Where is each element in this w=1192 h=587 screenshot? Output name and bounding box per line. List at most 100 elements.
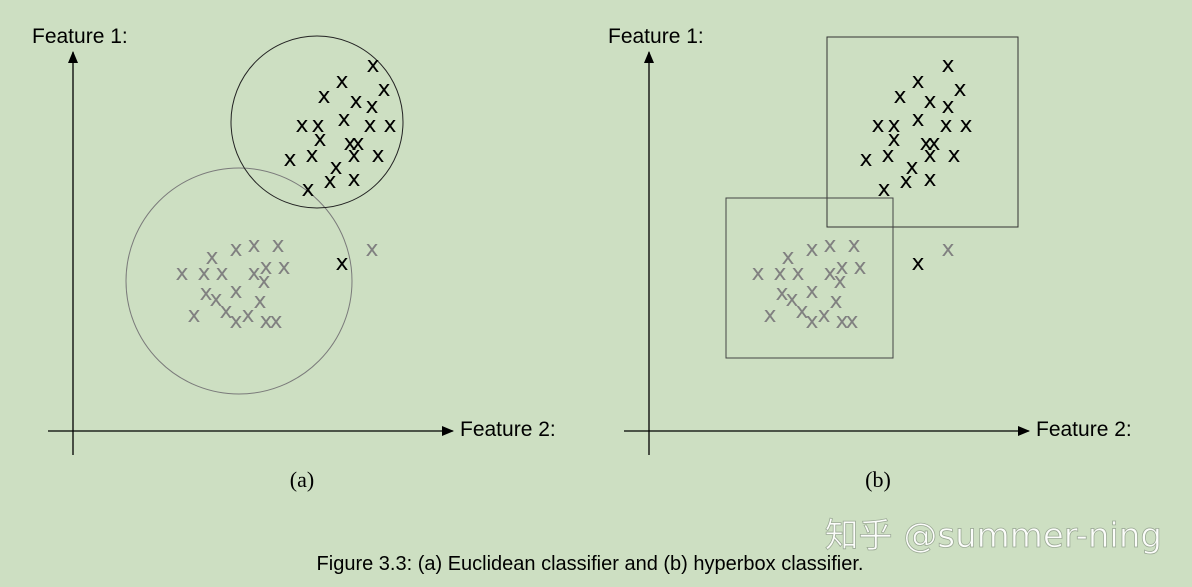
panel-a-gray-mark-17: x bbox=[219, 299, 232, 324]
panel-b-gray-mark-3: x bbox=[823, 233, 836, 258]
panel-b-gray-mark-15: x bbox=[829, 289, 842, 314]
panel-a-y-axis-label: Feature 1: bbox=[32, 25, 128, 48]
panel-a-black-mark-17: x bbox=[371, 143, 384, 168]
panel-a-black-mark-3: x bbox=[317, 84, 330, 109]
panel-b-gray-mark-21: x bbox=[845, 309, 858, 334]
panel-a-gray-class-circle bbox=[125, 167, 353, 395]
panel-b-black-mark-8: x bbox=[911, 107, 924, 132]
panel-b-black-mark-5: x bbox=[941, 94, 954, 119]
panel-b-black-mark-4: x bbox=[923, 89, 936, 114]
panel-b-black-mark-22: x bbox=[911, 251, 924, 276]
panel-a-black-mark-15: x bbox=[305, 143, 318, 168]
panel-b-black-mark-20: x bbox=[923, 167, 936, 192]
panel-a-black-mark-7: x bbox=[311, 113, 324, 138]
panel-a-gray-mark-18: x bbox=[241, 303, 254, 328]
panel-a-black-mark-19: x bbox=[323, 169, 336, 194]
panel-b-black-mark-1: x bbox=[911, 69, 924, 94]
panel-b-black-mark-11: x bbox=[887, 127, 900, 152]
panel-b-gray-mark-16: x bbox=[763, 303, 776, 328]
panel-b-gray-mark-14: x bbox=[785, 287, 798, 312]
panel-b-gray-mark-1: x bbox=[781, 245, 794, 270]
panel-b-gray-mark-10: x bbox=[853, 255, 866, 280]
panel-a-black-mark-22: x bbox=[335, 251, 348, 276]
panel-a-gray-mark-0: x bbox=[365, 237, 378, 262]
panel-a-gray-mark-21: x bbox=[269, 309, 282, 334]
panel-a-black-mark-10: x bbox=[383, 113, 396, 138]
panel-b-gray-mark-13: x bbox=[805, 279, 818, 304]
panel-a-gray-mark-6: x bbox=[197, 261, 210, 286]
panel-b-gray-mark-4: x bbox=[847, 233, 860, 258]
panel-a-gray-mark-20: x bbox=[259, 309, 272, 334]
panel-b-black-mark-6: x bbox=[871, 113, 884, 138]
panel-a-x-axis-label: Feature 2: bbox=[460, 418, 556, 441]
panel-a-black-mark-1: x bbox=[335, 69, 348, 94]
panel-a-black-mark-6: x bbox=[295, 113, 308, 138]
panel-a-black-mark-0: x bbox=[366, 53, 379, 78]
panel-b-gray-mark-17: x bbox=[795, 299, 808, 324]
panel-a-black-mark-5: x bbox=[365, 94, 378, 119]
panel-a-black-class-circle bbox=[230, 35, 404, 209]
panel-a-black-mark-12: x bbox=[343, 131, 356, 156]
panel-b-black-mark-13: x bbox=[927, 131, 940, 156]
panel-b-black-mark-0: x bbox=[941, 53, 954, 78]
panel-a-gray-mark-8: x bbox=[247, 261, 260, 286]
panel-a-gray-mark-9: x bbox=[259, 255, 272, 280]
panel-b-black-mark-3: x bbox=[893, 84, 906, 109]
panel-b-gray-mark-0: x bbox=[941, 237, 954, 262]
panel-b-gray-mark-7: x bbox=[791, 261, 804, 286]
panel-a-black-mark-18: x bbox=[329, 155, 342, 180]
panel-b-black-mark-19: x bbox=[899, 169, 912, 194]
panel-a-black-mark-9: x bbox=[363, 113, 376, 138]
panel-b-gray-mark-6: x bbox=[773, 261, 786, 286]
panel-a-gray-mark-11: x bbox=[257, 269, 270, 294]
panel-a-gray-mark-10: x bbox=[277, 255, 290, 280]
panel-a-black-mark-4: x bbox=[349, 89, 362, 114]
panel-a-gray-mark-13: x bbox=[229, 279, 242, 304]
panel-b-black-mark-14: x bbox=[859, 147, 872, 172]
panel-a-black-mark-13: x bbox=[351, 131, 364, 156]
panel-b-black-mark-16: x bbox=[923, 143, 936, 168]
panel-b-y-axis-label: Feature 1: bbox=[608, 25, 704, 48]
panel-b-label: (b) bbox=[865, 467, 891, 492]
panel-a-black-mark-2: x bbox=[377, 77, 390, 102]
panel-b-black-mark-17: x bbox=[947, 143, 960, 168]
panel-a-gray-mark-16: x bbox=[187, 303, 200, 328]
panel-a-black-mark-21: x bbox=[301, 177, 314, 202]
panel-a-gray-mark-1: x bbox=[205, 245, 218, 270]
panel-a-gray-mark-4: x bbox=[271, 233, 284, 258]
panel-a-black-mark-8: x bbox=[337, 107, 350, 132]
panel-b-black-mark-9: x bbox=[939, 113, 952, 138]
panel-a-black-mark-16: x bbox=[347, 143, 360, 168]
panel-b-black-mark-2: x bbox=[953, 77, 966, 102]
panel-b-black-mark-21: x bbox=[877, 177, 890, 202]
panel-b-black-class-hyperbox bbox=[826, 36, 1019, 228]
panel-a-gray-mark-3: x bbox=[247, 233, 260, 258]
figure-caption: Figure 3.3: (a) Euclidean classifier and… bbox=[317, 553, 864, 575]
panel-b-gray-mark-12: x bbox=[775, 281, 788, 306]
panel-b-x-axis-label: Feature 2: bbox=[1036, 418, 1132, 441]
panel-a-label: (a) bbox=[290, 467, 314, 492]
panel-a-gray-mark-14: x bbox=[209, 287, 222, 312]
panel-b-gray-mark-9: x bbox=[835, 255, 848, 280]
panel-a-gray-mark-19: x bbox=[229, 309, 242, 334]
panel-b-gray-mark-8: x bbox=[823, 261, 836, 286]
panel-b-black-mark-10: x bbox=[959, 113, 972, 138]
panel-b-gray-mark-5: x bbox=[751, 261, 764, 286]
panel-b-gray-mark-2: x bbox=[805, 237, 818, 262]
panel-a-black-mark-11: x bbox=[313, 127, 326, 152]
panel-b-gray-mark-19: x bbox=[805, 309, 818, 334]
panel-b-black-mark-7: x bbox=[887, 113, 900, 138]
watermark: 知乎 @summer-ning bbox=[825, 516, 1162, 556]
panel-b-black-mark-15: x bbox=[881, 143, 894, 168]
panel-a-black-mark-14: x bbox=[283, 147, 296, 172]
panel-a-gray-mark-7: x bbox=[215, 261, 228, 286]
panel-b-gray-mark-11: x bbox=[833, 269, 846, 294]
panel-a-gray-mark-2: x bbox=[229, 237, 242, 262]
panel-b-gray-class-hyperbox bbox=[725, 197, 894, 359]
panel-a-black-mark-20: x bbox=[347, 167, 360, 192]
